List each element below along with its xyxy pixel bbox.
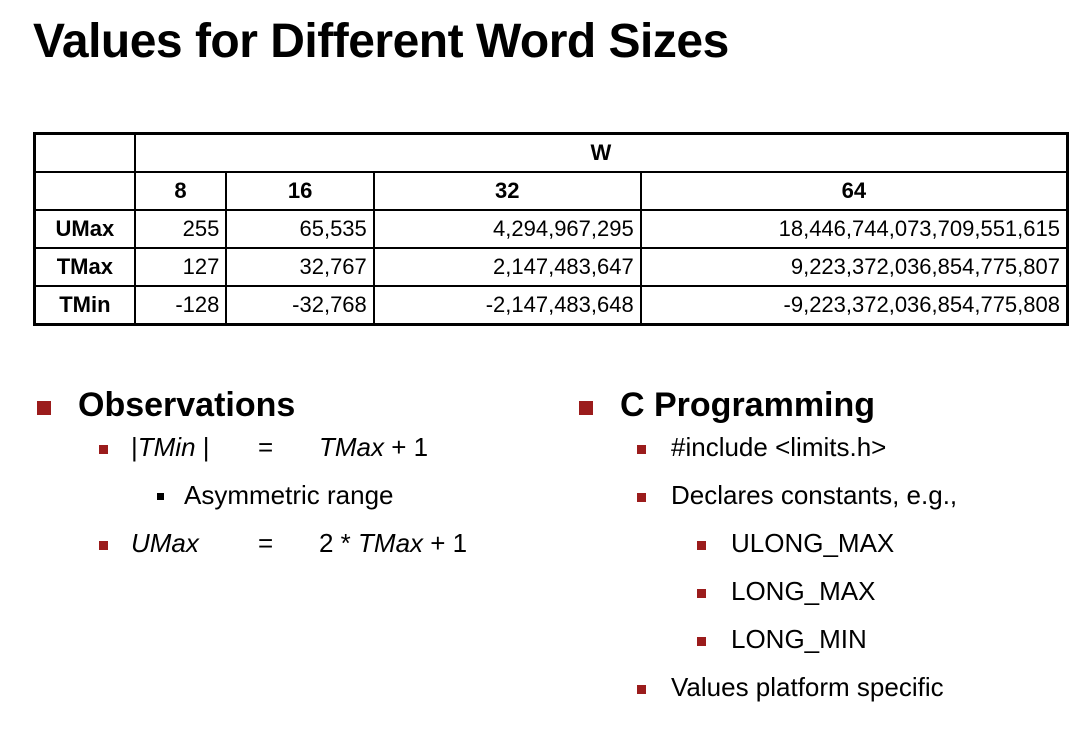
equals-sign: = bbox=[258, 432, 274, 462]
constant-name: ULONG_MAX bbox=[731, 528, 895, 558]
word-size-table: W 8 16 32 64 UMax 255 65,535 4,294,967,2… bbox=[33, 132, 1069, 326]
table-corner-cell bbox=[33, 132, 136, 173]
table-group-header-row: W bbox=[33, 132, 1069, 173]
square-bullet-icon bbox=[157, 493, 164, 500]
table-corner-cell bbox=[33, 171, 136, 211]
tmin-abs-expression: |TMin | bbox=[131, 432, 210, 462]
square-bullet-icon bbox=[579, 401, 593, 415]
column-header: 8 bbox=[133, 171, 228, 211]
table-cell: 127 bbox=[133, 247, 228, 287]
square-bullet-icon bbox=[99, 541, 108, 550]
row-header: TMax bbox=[33, 247, 136, 287]
table-cell: 255 bbox=[133, 209, 228, 249]
row-header: TMin bbox=[33, 285, 136, 326]
slide-title: Values for Different Word Sizes bbox=[33, 15, 729, 68]
table-cell: 4,294,967,295 bbox=[372, 209, 642, 249]
observation-subitem-text: Asymmetric range bbox=[184, 480, 394, 510]
table-group-header: W bbox=[133, 132, 1069, 173]
square-bullet-icon bbox=[637, 493, 646, 502]
table-row: TMin -128 -32,768 -2,147,483,648 -9,223,… bbox=[33, 285, 1069, 326]
column-header: 32 bbox=[372, 171, 642, 211]
square-bullet-icon bbox=[697, 637, 706, 646]
table-cell: 65,535 bbox=[225, 209, 375, 249]
table-header-row: 8 16 32 64 bbox=[33, 171, 1069, 211]
equals-sign: = bbox=[258, 528, 274, 558]
square-bullet-icon bbox=[637, 445, 646, 454]
tmax-plus-one-expression: TMax + 1 bbox=[319, 432, 429, 462]
umax-term: UMax bbox=[131, 528, 199, 558]
square-bullet-icon bbox=[37, 401, 51, 415]
table-cell: -9,223,372,036,854,775,808 bbox=[639, 285, 1069, 326]
c-programming-item-text: #include <limits.h> bbox=[671, 432, 887, 462]
table-cell: 2,147,483,647 bbox=[372, 247, 642, 287]
square-bullet-icon bbox=[697, 589, 706, 598]
c-programming-item-text: Declares constants, e.g., bbox=[671, 480, 958, 510]
table-cell: -2,147,483,648 bbox=[372, 285, 642, 326]
table-row: TMax 127 32,767 2,147,483,647 9,223,372,… bbox=[33, 247, 1069, 287]
c-programming-heading: C Programming bbox=[620, 386, 876, 424]
table-cell: -128 bbox=[133, 285, 228, 326]
table-row: UMax 255 65,535 4,294,967,295 18,446,744… bbox=[33, 209, 1069, 249]
table-cell: -32,768 bbox=[225, 285, 375, 326]
square-bullet-icon bbox=[99, 445, 108, 454]
row-header: UMax bbox=[33, 209, 136, 249]
constant-name: LONG_MIN bbox=[731, 624, 867, 654]
table-cell: 9,223,372,036,854,775,807 bbox=[639, 247, 1069, 287]
table-cell: 18,446,744,073,709,551,615 bbox=[639, 209, 1069, 249]
square-bullet-icon bbox=[637, 685, 646, 694]
square-bullet-icon bbox=[697, 541, 706, 550]
column-header: 16 bbox=[225, 171, 375, 211]
two-tmax-plus-one-expression: 2 * TMax + 1 bbox=[319, 528, 468, 558]
constant-name: LONG_MAX bbox=[731, 576, 876, 606]
c-programming-item-text: Values platform specific bbox=[671, 672, 944, 702]
table-cell: 32,767 bbox=[225, 247, 375, 287]
observations-heading: Observations bbox=[78, 386, 296, 424]
column-header: 64 bbox=[639, 171, 1069, 211]
